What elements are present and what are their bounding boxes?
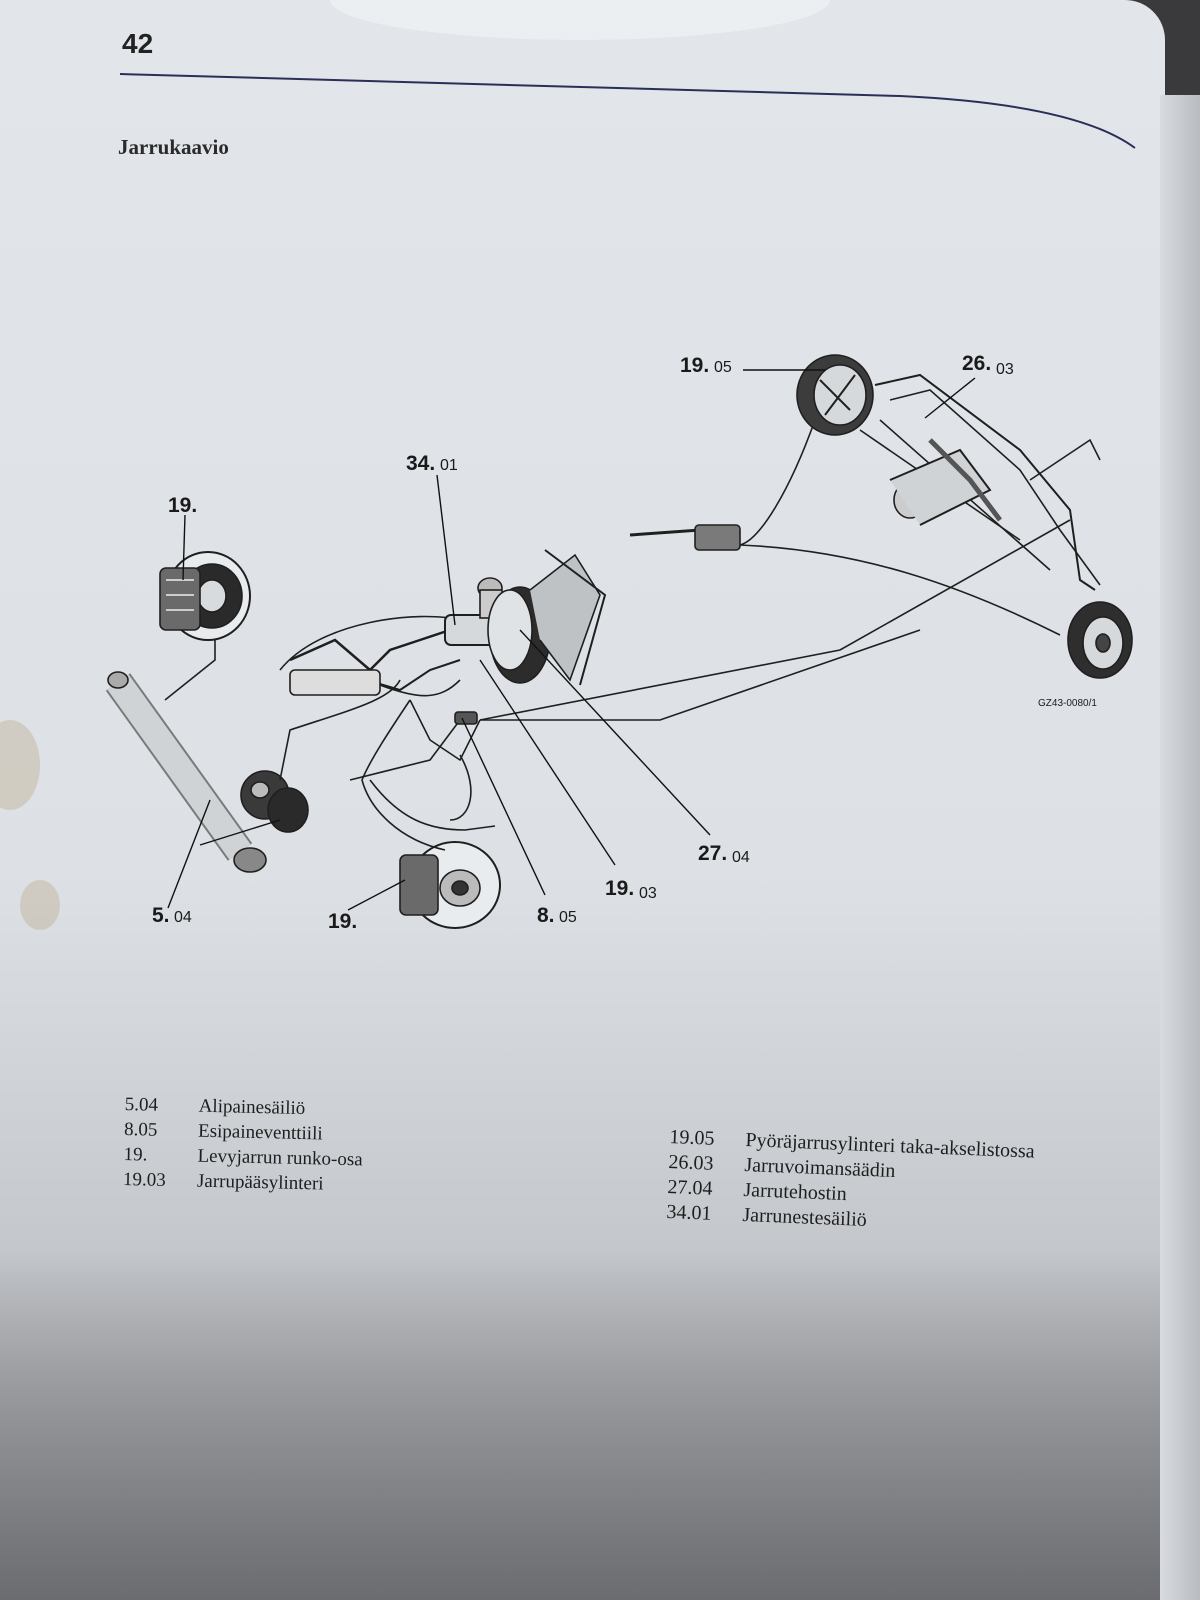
svg-text:04: 04 <box>732 849 750 866</box>
page-stain <box>20 880 60 930</box>
svg-text:19.: 19. <box>168 494 197 517</box>
page-heading: Jarrukaavio <box>118 135 229 159</box>
svg-text:19.: 19. <box>605 877 634 900</box>
leader-line-5-04 <box>167 799 211 909</box>
leader-line-26-03 <box>924 377 976 419</box>
pre-pressure-valve <box>454 711 478 725</box>
legend-code: 5.04 <box>124 1093 159 1116</box>
legend-label: Jarrupääsylinteri <box>196 1170 324 1195</box>
callout-8-05: 8. 05 <box>537 904 577 927</box>
glare <box>330 0 830 40</box>
svg-text:04: 04 <box>174 909 192 926</box>
callout-27-04: 27. 04 <box>698 842 750 866</box>
brake-system-diagram: 19. 34. 01 19. 05 26. 03 27. 04 19. 03 8… <box>105 352 1133 933</box>
leader-line-8-05 <box>461 717 546 896</box>
legend-label: Jarrunestesäiliö <box>742 1203 868 1231</box>
leader-line-19-03 <box>479 659 616 866</box>
legend-code: 19. <box>123 1143 148 1166</box>
svg-text:03: 03 <box>996 361 1014 378</box>
svg-text:05: 05 <box>559 909 577 926</box>
callout-5-04: 5. 04 <box>152 904 192 927</box>
legend-label: Alipainesäiliö <box>198 1095 306 1120</box>
front-right-disc-brake <box>399 841 501 929</box>
svg-text:27.: 27. <box>698 842 727 865</box>
header-rule <box>119 73 1136 149</box>
callout-19-05: 19. 05 <box>680 354 732 377</box>
pre-pressure-valve-sphere <box>240 770 309 833</box>
front-left-disc-brake <box>159 551 251 641</box>
svg-text:19.: 19. <box>328 910 357 933</box>
brake-lines <box>164 519 1071 851</box>
legend-code: 34.01 <box>666 1200 712 1225</box>
page-stain <box>0 720 40 810</box>
legend-label: Esipaineventtiili <box>197 1120 323 1145</box>
manual-page: 42 Jarrukaavio <box>0 0 1165 1600</box>
svg-text:8.: 8. <box>537 904 555 927</box>
master-cylinder-booster <box>444 549 607 686</box>
legend-label: Levyjarrun runko-osa <box>197 1145 363 1171</box>
callout-19-front-right: 19. <box>328 910 357 933</box>
svg-text:19.: 19. <box>680 354 709 377</box>
callout-26-03: 26. 03 <box>962 352 1014 378</box>
legend-code: 26.03 <box>668 1150 714 1175</box>
legend-code: 8.05 <box>123 1118 158 1141</box>
leader-line-5-04-b <box>199 819 281 846</box>
svg-text:26.: 26. <box>962 352 991 375</box>
figure-code: GZ43-0080/1 <box>1038 698 1097 709</box>
callout-19-front-left: 19. <box>168 494 197 517</box>
vacuum-tank <box>105 671 267 873</box>
svg-text:03: 03 <box>639 885 657 902</box>
legend-code: 27.04 <box>667 1175 713 1200</box>
shadow <box>0 1250 1165 1600</box>
legend-code: 19.03 <box>122 1168 166 1191</box>
leader-line-34-01 <box>436 474 456 626</box>
legend-left: 5.04 Alipainesäiliö 8.05 Esipaineventtii… <box>123 1092 364 1197</box>
svg-text:5.: 5. <box>152 904 170 927</box>
leader-line-19-front-left <box>182 514 186 581</box>
callout-19-03: 19. 03 <box>605 877 657 902</box>
rear-drum-brake-top <box>796 354 874 436</box>
engine-bay-pipework <box>279 615 461 697</box>
rear-axle <box>859 373 1101 591</box>
svg-text:34.: 34. <box>406 452 435 475</box>
next-page-edge <box>1160 95 1200 1600</box>
leader-line-27-04 <box>519 629 711 836</box>
callout-34-01: 34. 01 <box>406 452 458 475</box>
legend-code: 19.05 <box>669 1125 715 1150</box>
svg-text:05: 05 <box>714 359 732 376</box>
page-number: 42 <box>122 28 154 59</box>
legend-right: 19.05 Pyöräjarrusylinteri taka-akselisto… <box>666 1125 1035 1240</box>
handbrake-lever <box>629 419 1061 636</box>
svg-text:01: 01 <box>440 457 458 474</box>
rear-drum-brake-right <box>1067 601 1133 679</box>
leader-line-19-front-right <box>347 879 406 911</box>
